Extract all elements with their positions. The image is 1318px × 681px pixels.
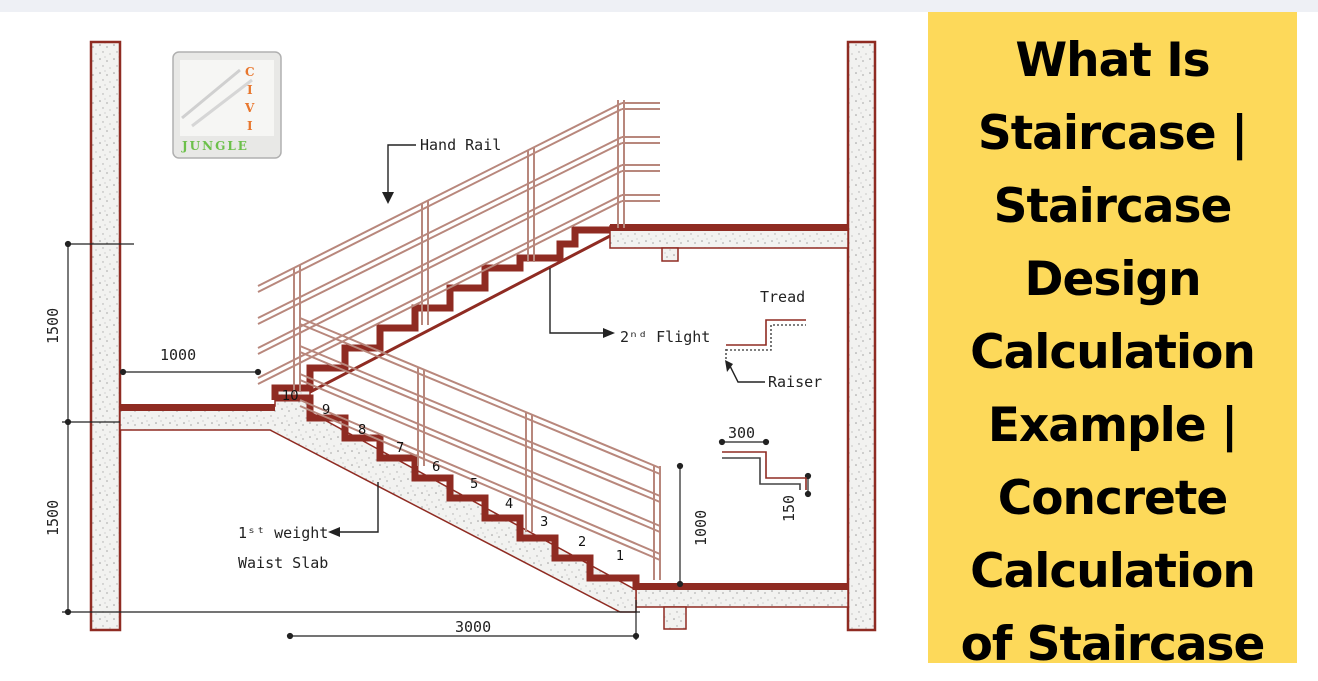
- step-number: 10: [282, 389, 299, 404]
- step-number: 8: [358, 423, 366, 438]
- upper-hand-rail: [257, 100, 660, 395]
- tread-size-dimension: 300: [728, 424, 755, 442]
- title-line: Example |: [987, 398, 1238, 453]
- step-number: 6: [432, 460, 440, 475]
- lower-height-dimension: 1500: [44, 500, 62, 536]
- right-wall: [846, 40, 877, 632]
- staircase-diagram: Hand Rail 2ⁿᵈ Flight 1ˢᵗ weight Waist Sl…: [0, 12, 925, 662]
- title-line: of Staircase: [960, 617, 1266, 672]
- rail-height-dimension: 1000: [692, 510, 710, 546]
- step-number: 1: [616, 549, 624, 564]
- riser-size-dimension: 150: [780, 495, 798, 522]
- hand-rail-label: Hand Rail: [420, 136, 501, 154]
- title-line: Design: [1024, 252, 1201, 307]
- logo-letter: C: [245, 65, 255, 79]
- logo-letter: V: [244, 101, 255, 115]
- title-line: Staircase |: [977, 106, 1248, 161]
- upper-beam: [661, 247, 679, 262]
- logo-word: JUNGLE: [181, 139, 249, 153]
- dimension-lines: [62, 240, 812, 640]
- step-number: 9: [322, 403, 330, 418]
- step-number: 2: [578, 535, 586, 550]
- left-wall: [89, 40, 122, 632]
- title-line: Calculation: [970, 544, 1256, 599]
- first-flight-label-line1: 1ˢᵗ weight: [238, 524, 328, 542]
- floor-beam: [663, 606, 687, 630]
- logo-letter: I: [247, 119, 253, 133]
- civil-jungle-logo: C I V I JUNGLE: [172, 51, 282, 159]
- landing-width-dimension: 1000: [160, 346, 196, 364]
- step-size-detail: [722, 451, 807, 490]
- top-strip: [0, 0, 1318, 12]
- staircase-svg: Hand Rail 2ⁿᵈ Flight 1ˢᵗ weight Waist Sl…: [44, 40, 877, 640]
- title-line: Calculation: [970, 325, 1256, 380]
- logo-letter: I: [247, 83, 253, 97]
- step-number: 3: [540, 515, 548, 530]
- base-length-dimension: 3000: [455, 618, 491, 636]
- title-line: Concrete: [997, 471, 1229, 526]
- step-number: 5: [470, 477, 478, 492]
- second-flight-label: 2ⁿᵈ Flight: [620, 328, 710, 346]
- second-flight-steps: [271, 226, 610, 400]
- title-line: What Is: [1015, 33, 1210, 88]
- raiser-label: Raiser: [768, 373, 822, 391]
- title-panel: What Is Staircase | Staircase Design Cal…: [928, 12, 1297, 672]
- step-number: 7: [396, 441, 404, 456]
- first-flight-label-line2: Waist Slab: [238, 554, 328, 572]
- upper-height-dimension: 1500: [44, 308, 62, 344]
- leader-arrows: [338, 144, 765, 533]
- tread-detail: [725, 319, 806, 360]
- tread-label: Tread: [760, 288, 805, 306]
- step-number: 4: [505, 497, 513, 512]
- lower-hand-rail: [299, 317, 661, 580]
- title-line: Staircase: [993, 179, 1233, 234]
